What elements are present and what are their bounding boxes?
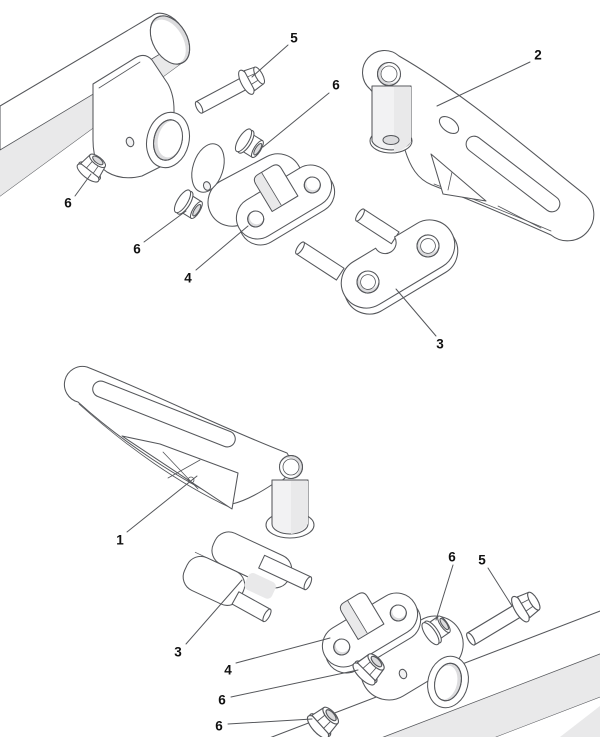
arm-small-hole (187, 476, 195, 484)
callout-number-lower-clamp: 4 (224, 663, 232, 678)
callout-number-upper-clamp-bushing: 6 (332, 78, 340, 93)
arm-pivot-boss (369, 61, 413, 154)
housing-hole (398, 668, 408, 680)
callout-number-lower-link: 3 (174, 645, 182, 660)
lower-link (182, 531, 313, 623)
arm-oval-hole (438, 116, 460, 134)
callout-number-lower-flange-nut: 6 (218, 693, 226, 708)
upper-link (295, 208, 468, 324)
arm-triangle-cutout (121, 435, 239, 510)
callout-number-lower-bolt: 5 (478, 553, 486, 568)
callout-layer: 5 6 2 6 6 4 3 1 3 4 6 5 6 6 (64, 31, 542, 734)
arm-slot (465, 135, 561, 213)
callout-leader-lower-clamp (235, 637, 331, 664)
callout-number-upper-arm-bracket: 2 (534, 48, 542, 63)
callout-leader-upper-bolt (251, 44, 289, 78)
callout-leader-upper-flange-nut (74, 173, 92, 197)
link-pin (231, 591, 272, 623)
callout-leader-upper-arm-bracket (436, 61, 531, 107)
lower-crossbar-tube (222, 568, 600, 737)
upper-bolt (190, 61, 270, 121)
lower-arm-bracket (63, 365, 315, 539)
callout-leader-lower-arm-bracket (126, 475, 198, 533)
callout-leader-lower-bolt (487, 567, 513, 607)
arm-triangle-cutout (430, 153, 487, 202)
callout-number-upper-rear-bushing: 6 (133, 242, 141, 257)
callout-leader-lower-clamp-bushing (435, 564, 454, 621)
housing-hole (125, 136, 135, 148)
sleeve-hole (202, 181, 212, 191)
callout-number-upper-bolt: 5 (290, 31, 298, 46)
callout-number-lower-front-flange-nut: 6 (215, 719, 223, 734)
callout-number-upper-clamp: 4 (184, 271, 192, 286)
callout-leader-upper-clamp (195, 225, 249, 271)
corner-shadow (560, 706, 600, 737)
callout-leader-upper-clamp-bushing (262, 92, 330, 148)
callout-leader-lower-front-flange-nut (227, 718, 313, 725)
callout-number-upper-link: 3 (436, 337, 444, 352)
link-pin (258, 554, 313, 591)
upper-arm-bracket (362, 50, 595, 242)
callout-leader-upper-link (395, 288, 437, 337)
callout-number-lower-clamp-bushing: 6 (448, 550, 456, 565)
link-pin (295, 241, 345, 281)
arm-slot (92, 380, 236, 448)
callout-leader-lower-link (185, 579, 243, 645)
callout-leader-upper-rear-bushing (143, 210, 187, 243)
arm-pivot-boss (265, 454, 315, 539)
link-pin (355, 208, 400, 245)
callout-leader-lower-flange-nut (230, 669, 359, 698)
callout-number-upper-flange-nut: 6 (64, 196, 72, 211)
callout-number-lower-arm-bracket: 1 (116, 533, 124, 548)
upper-clamp-bushing (231, 126, 268, 163)
